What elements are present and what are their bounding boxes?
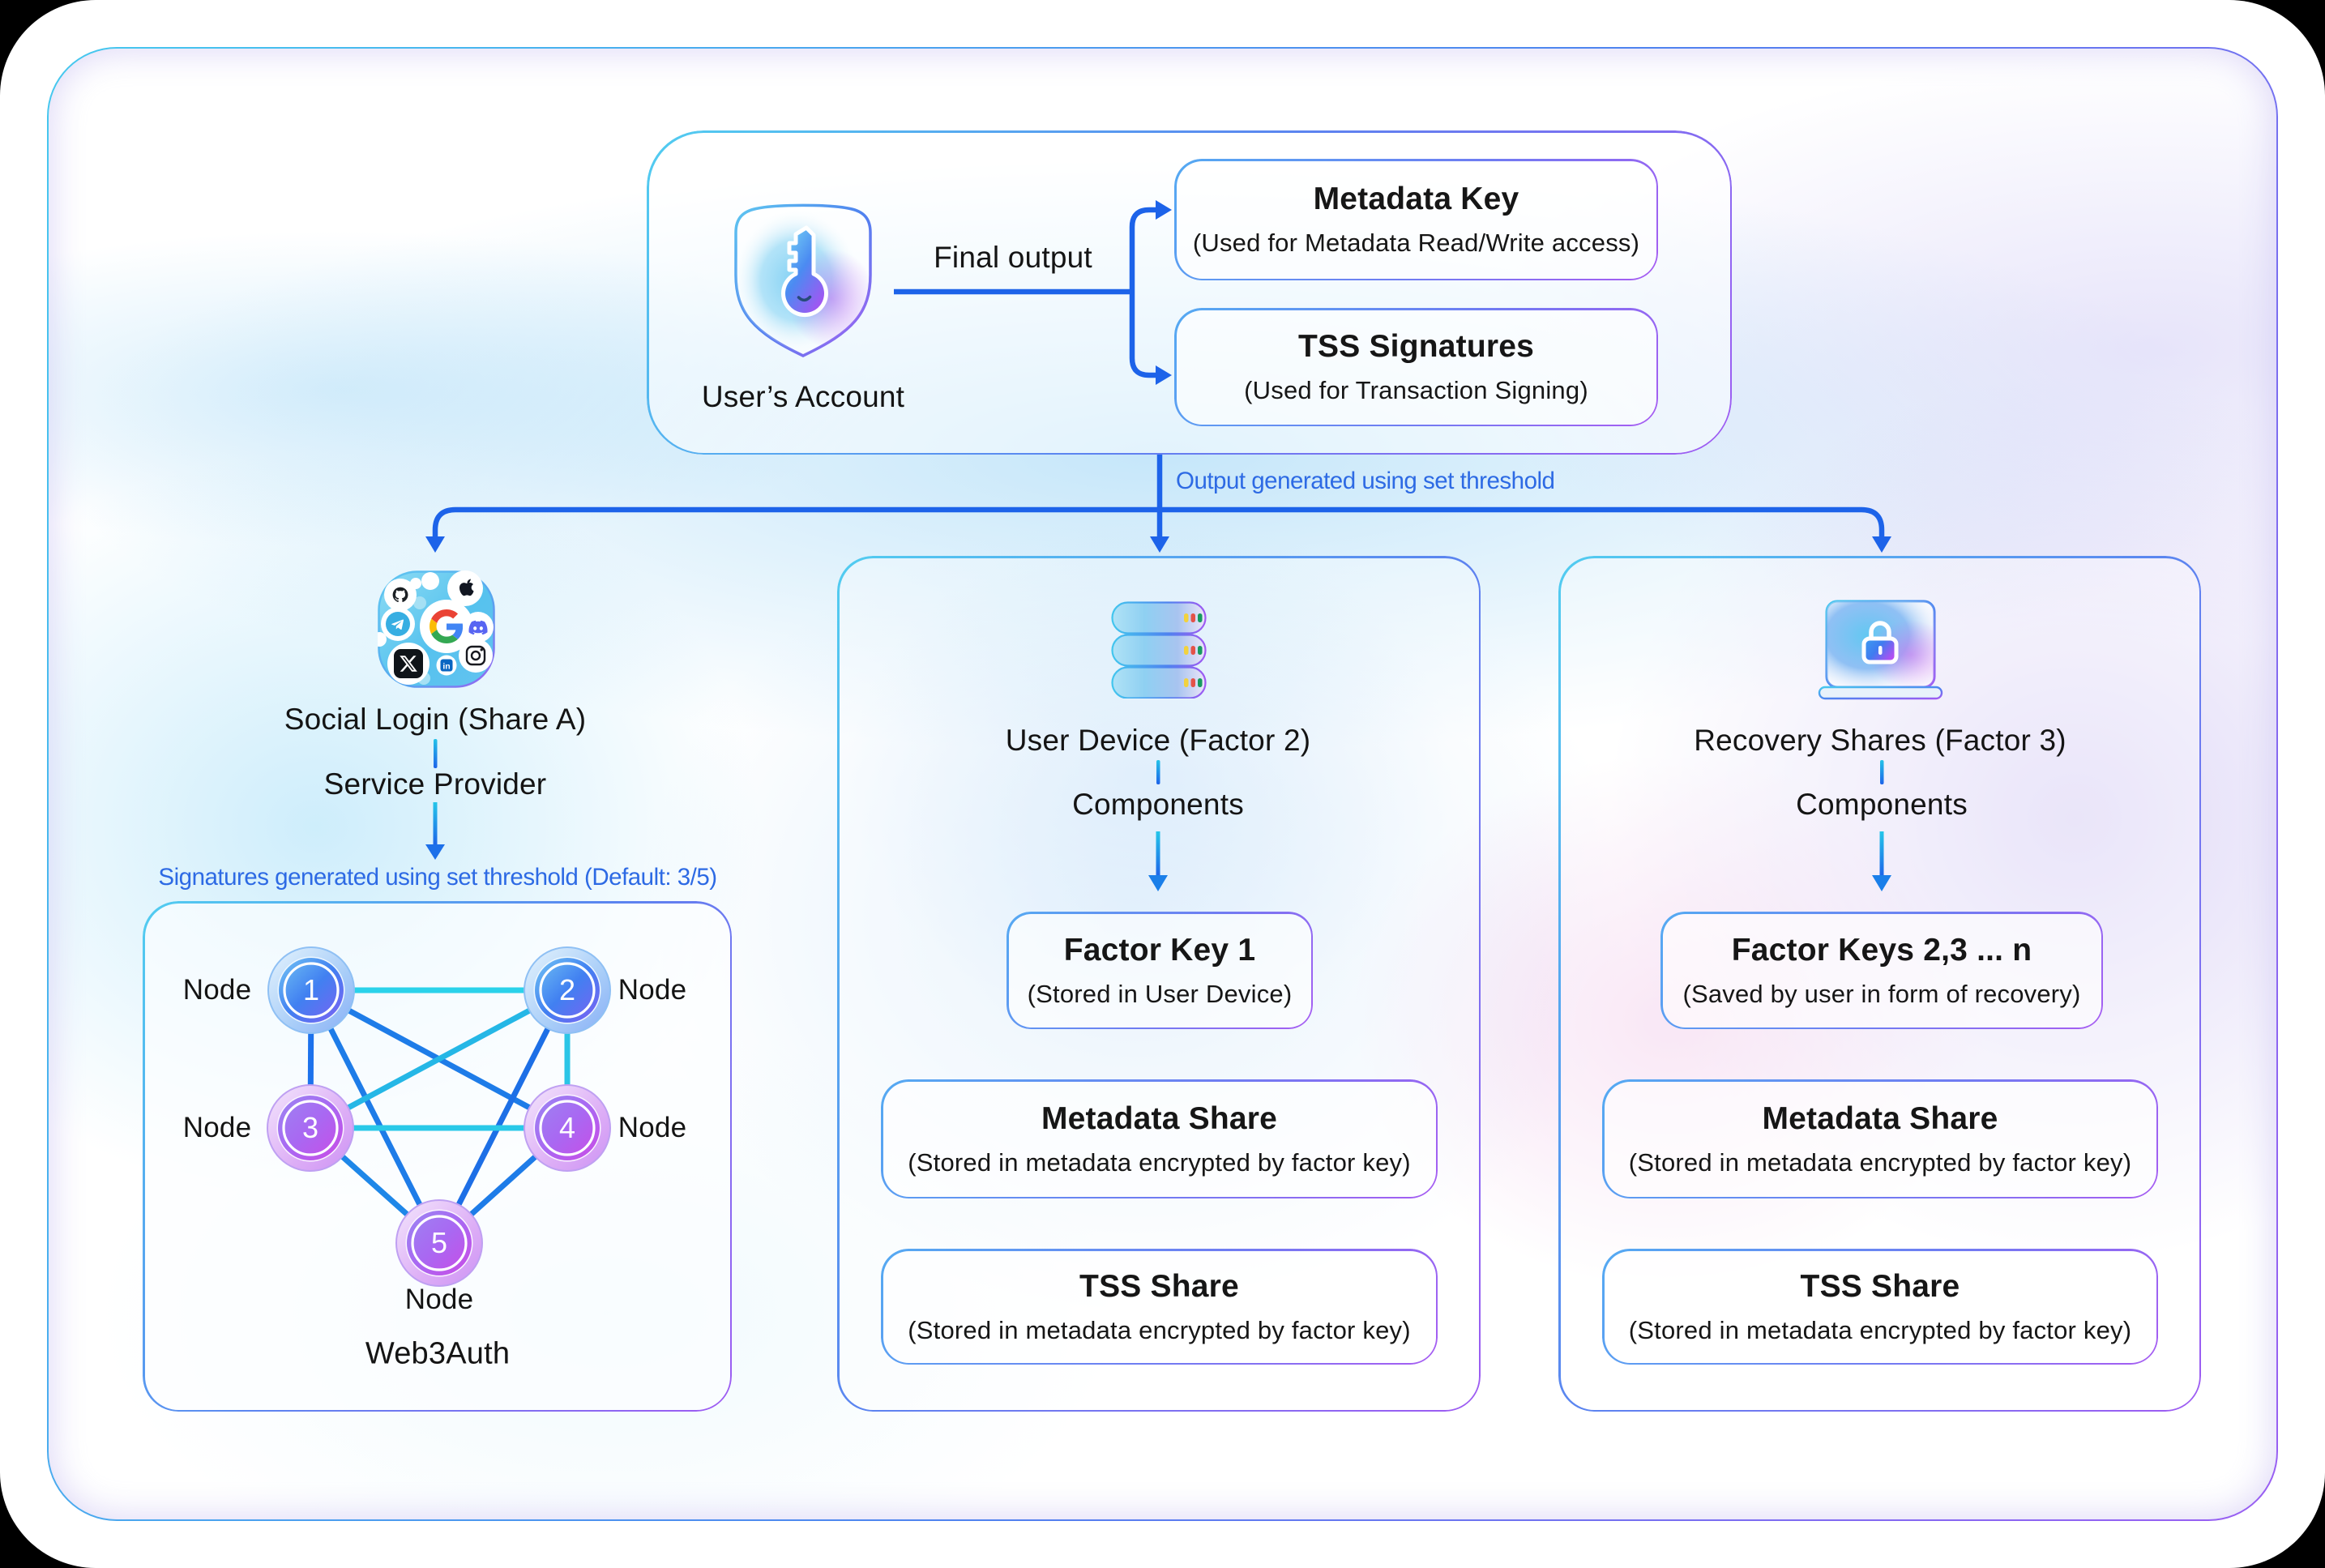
svg-text:3: 3 xyxy=(302,1111,318,1144)
svg-text:4: 4 xyxy=(559,1111,575,1144)
svg-text:in: in xyxy=(442,662,450,672)
svg-text:2: 2 xyxy=(559,973,575,1006)
svg-text:5: 5 xyxy=(431,1226,447,1259)
svg-text:1: 1 xyxy=(303,973,319,1006)
